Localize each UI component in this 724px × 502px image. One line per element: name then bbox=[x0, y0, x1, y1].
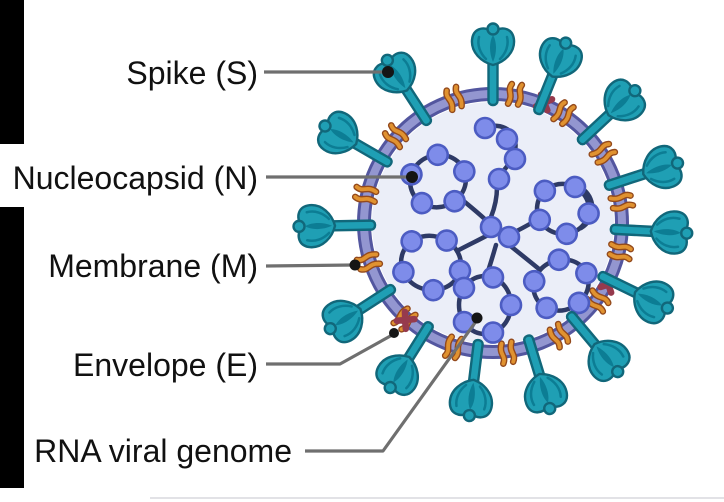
nucleocapsid-bead bbox=[522, 269, 546, 293]
nucleocapsid-bead bbox=[473, 116, 497, 140]
callout-dot-nucleocapsid bbox=[406, 171, 418, 183]
left-crop-bar bbox=[0, 0, 24, 488]
nucleocapsid-bead bbox=[392, 260, 415, 284]
nucleocapsid-bead bbox=[575, 261, 598, 285]
bottom-hairline bbox=[150, 497, 724, 499]
nucleocapsid-bead bbox=[533, 179, 557, 203]
nucleocapsid-bead bbox=[563, 175, 587, 199]
nucleocapsid-bead bbox=[495, 127, 519, 151]
callout-dot-spike bbox=[382, 66, 394, 78]
label-nucleocapsid: Nucleocapsid (N) bbox=[13, 160, 258, 196]
nucleocapsid-loop bbox=[400, 143, 476, 215]
nucleocapsid-bead bbox=[555, 222, 579, 246]
label-spike: Spike (S) bbox=[126, 55, 258, 91]
leader-line-envelope bbox=[266, 332, 395, 366]
nucleocapsid-bead bbox=[426, 143, 450, 167]
nucleocapsid-bead bbox=[453, 160, 476, 183]
callout-dot-membrane bbox=[349, 259, 361, 271]
callout-dot-rna bbox=[471, 312, 483, 324]
labels: Spike (S) Nucleocapsid (N) Membrane (M) … bbox=[13, 55, 292, 469]
nucleocapsid-bead bbox=[535, 296, 558, 320]
leader-line-rna bbox=[305, 319, 479, 453]
label-rna: RNA viral genome bbox=[34, 433, 292, 469]
nucleocapsid-bead bbox=[443, 189, 466, 213]
nucleocapsid-bead bbox=[435, 229, 458, 252]
leader-line-membrane bbox=[265, 263, 355, 268]
nucleocapsid-bead bbox=[479, 215, 503, 239]
leader-lines bbox=[264, 66, 483, 453]
virion bbox=[291, 22, 695, 425]
nucleocapsid-rna-complex bbox=[392, 116, 600, 344]
label-membrane: Membrane (M) bbox=[48, 248, 258, 284]
label-envelope: Envelope (E) bbox=[73, 347, 258, 383]
nucleocapsid-bead bbox=[503, 147, 527, 171]
nucleocapsid-bead bbox=[487, 167, 511, 191]
nucleocapsid-loop bbox=[392, 229, 472, 302]
nucleocapsid-bead bbox=[481, 321, 505, 344]
nucleocapsid-bead bbox=[567, 291, 591, 315]
nucleocapsid-loop bbox=[522, 248, 598, 320]
nucleocapsid-loop bbox=[528, 175, 600, 246]
nucleocapsid-bead bbox=[452, 276, 476, 300]
nucleocapsid-bead bbox=[499, 293, 523, 317]
nucleocapsid-loop bbox=[452, 266, 523, 344]
nucleocapsid-bead bbox=[400, 230, 423, 253]
nucleocapsid-bead bbox=[481, 266, 505, 289]
nucleocapsid-bead bbox=[547, 248, 571, 272]
nucleocapsid-bead bbox=[577, 202, 600, 225]
nucleocapsid-bead bbox=[497, 225, 521, 249]
nucleocapsid-bead bbox=[528, 208, 552, 232]
nucleocapsid-bead bbox=[422, 278, 445, 302]
callout-dot-envelope bbox=[389, 328, 399, 338]
nucleocapsid-bead bbox=[410, 191, 434, 215]
